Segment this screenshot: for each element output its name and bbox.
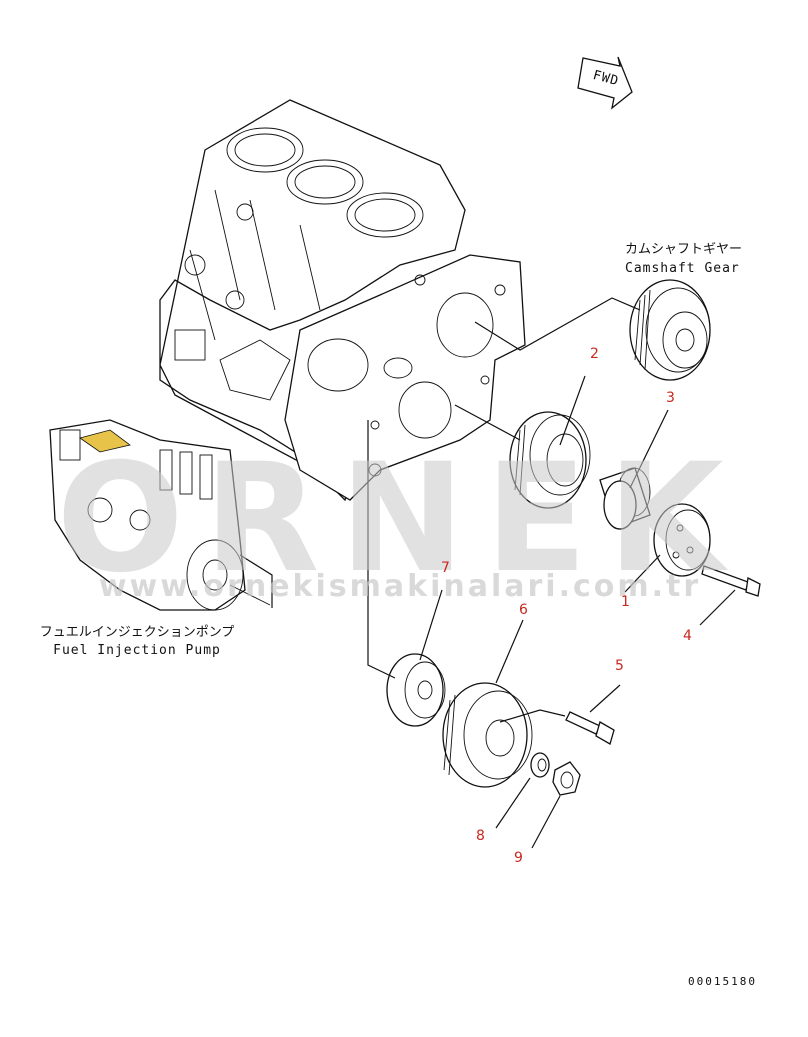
callout-4: 4 xyxy=(683,628,692,644)
bushing-part-3 xyxy=(599,467,651,530)
watermark: ORNEK www.ornekismakinalari.com.tr xyxy=(56,432,743,606)
watermark-url: www.ornekismakinalari.com.tr xyxy=(99,569,701,604)
bolt-part-5 xyxy=(565,711,615,745)
callout-5: 5 xyxy=(615,658,624,674)
fwd-arrow: FWD xyxy=(577,56,633,110)
callout-3: 3 xyxy=(666,390,675,406)
fuel-pump-label-jp: フュエルインジェクションポンプ xyxy=(40,625,235,640)
hub-part-1 xyxy=(653,503,711,577)
fuel-injection-pump xyxy=(49,419,271,611)
fwd-label: FWD xyxy=(591,68,620,89)
gear-part-6 xyxy=(442,682,533,788)
camshaft-gear-label-en: Camshaft Gear xyxy=(625,261,740,276)
engine-block xyxy=(159,99,466,502)
leader-lines xyxy=(239,297,736,849)
camshaft-gear-label-jp: カムシャフトギヤー xyxy=(625,242,742,257)
drawing-code: 00015180 xyxy=(688,975,757,988)
callout-8: 8 xyxy=(476,828,485,844)
nut-part-9 xyxy=(552,761,581,796)
callout-2: 2 xyxy=(590,346,599,362)
washer-part-8 xyxy=(530,752,550,778)
camshaft-gear xyxy=(629,279,711,381)
bolt-part-4 xyxy=(701,565,761,597)
callout-7: 7 xyxy=(441,560,450,576)
gear-part-2 xyxy=(509,411,591,509)
callout-9: 9 xyxy=(514,850,523,866)
front-plate xyxy=(284,254,526,501)
callout-6: 6 xyxy=(519,602,528,618)
flange-part-7 xyxy=(386,653,446,727)
fuel-pump-label-en: Fuel Injection Pump xyxy=(53,643,221,658)
callout-1: 1 xyxy=(621,594,630,610)
watermark-brand: ORNEK xyxy=(56,432,743,606)
